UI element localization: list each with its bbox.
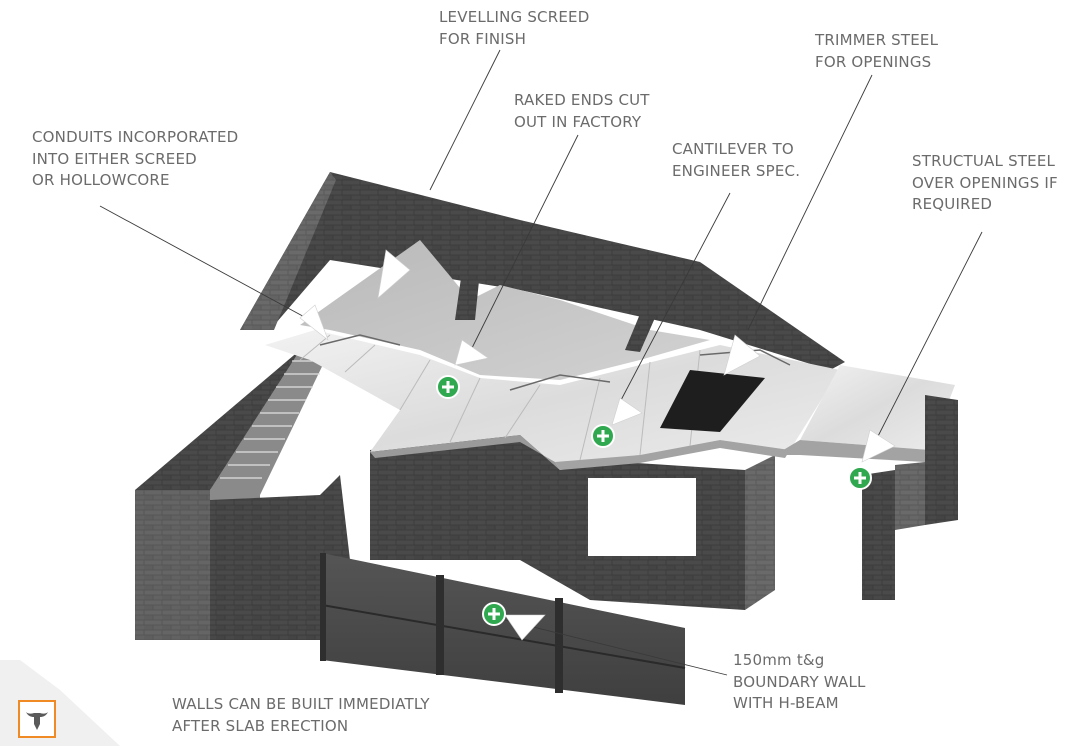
callout-line: ENGINEER SPEC. bbox=[672, 161, 801, 180]
callout-line: CANTILEVER TO bbox=[672, 140, 794, 158]
callout-raked-ends: RAKED ENDS CUT OUT IN FACTORY bbox=[514, 90, 650, 133]
callout-line: FOR FINISH bbox=[439, 29, 527, 48]
callout-walls-built: WALLS CAN BE BUILT IMMEDIATLY AFTER SLAB… bbox=[172, 694, 430, 737]
callout-line: CONDUITS INCORPORATED bbox=[32, 128, 239, 146]
central-brick-block bbox=[370, 435, 775, 610]
front-left-wall bbox=[210, 475, 350, 640]
callout-line: 150mm t&g bbox=[733, 651, 825, 669]
callout-line: TRIMMER STEEL bbox=[815, 31, 939, 49]
plus-circle-icon bbox=[442, 381, 454, 393]
back-sloped-wall bbox=[240, 172, 845, 370]
callout-line: FOR OPENINGS bbox=[815, 52, 932, 71]
callout-trimmer-steel: TRIMMER STEEL FOR OPENINGS bbox=[815, 30, 938, 73]
callout-structural-steel: STRUCTUAL STEEL OVER OPENINGS IF REQUIRE… bbox=[912, 151, 1058, 216]
plus-circle-icon bbox=[854, 472, 866, 484]
callout-line: AFTER SLAB ERECTION bbox=[172, 716, 349, 735]
callout-line: LEVELLING SCREED bbox=[439, 8, 590, 26]
callout-cantilever: CANTILEVER TO ENGINEER SPEC. bbox=[672, 139, 800, 182]
callout-line: OR HOLLOWCORE bbox=[32, 171, 170, 189]
callout-conduits: CONDUITS INCORPORATED INTO EITHER SCREED… bbox=[32, 127, 238, 192]
callout-line: INTO EITHER SCREED bbox=[32, 149, 197, 168]
boundary-wall bbox=[320, 553, 686, 705]
hotspot-raked-ends[interactable] bbox=[591, 424, 615, 448]
callout-line: OUT IN FACTORY bbox=[514, 112, 642, 131]
callout-line: OVER OPENINGS IF bbox=[912, 173, 1058, 192]
hollowcore-slab bbox=[265, 330, 840, 470]
callout-line: STRUCTUAL STEEL bbox=[912, 152, 1056, 170]
plus-circle-icon bbox=[597, 430, 609, 442]
callout-line: WALLS CAN BE BUILT IMMEDIATLY bbox=[172, 695, 430, 713]
right-portal-frame bbox=[775, 365, 958, 600]
leader-lines bbox=[99, 49, 983, 676]
callout-boundary-wall: 150mm t&g BOUNDARY WALL WITH H-BEAM bbox=[733, 650, 866, 715]
callout-levelling-screed: LEVELLING SCREED FOR FINISH bbox=[439, 7, 589, 50]
staircase bbox=[210, 350, 330, 505]
hotspot-structural-steel[interactable] bbox=[848, 466, 872, 490]
partition-wall-1 bbox=[455, 215, 485, 320]
window-opening bbox=[588, 478, 696, 556]
callout-line: BOUNDARY WALL bbox=[733, 672, 866, 691]
callout-line: REQUIRED bbox=[912, 195, 993, 213]
callout-line: WITH H-BEAM bbox=[733, 694, 839, 712]
plus-circle-icon bbox=[488, 608, 500, 620]
slab-opening bbox=[660, 370, 765, 432]
partition-wall-2 bbox=[625, 290, 665, 352]
hotspot-cantilever[interactable] bbox=[436, 375, 460, 399]
bull-logo-icon[interactable] bbox=[18, 700, 56, 738]
arrow-pointers bbox=[299, 249, 896, 641]
hotspot-boundary-wall[interactable] bbox=[482, 602, 506, 626]
callout-line: RAKED ENDS CUT bbox=[514, 91, 650, 109]
